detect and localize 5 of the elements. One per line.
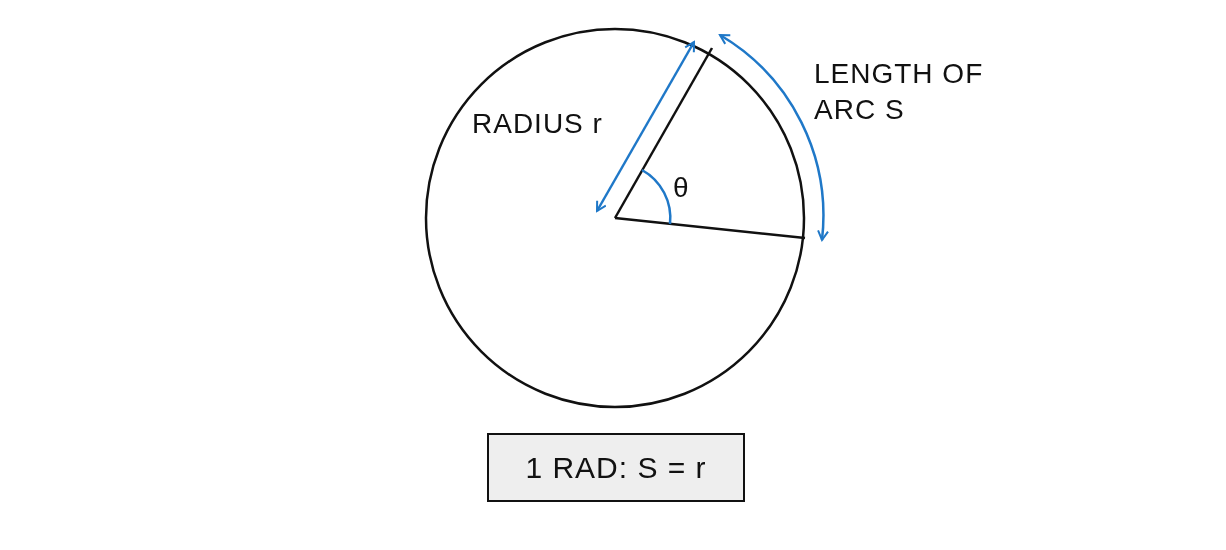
angle-label: θ: [673, 171, 691, 205]
radius-label: RADIUS r: [472, 107, 604, 141]
formula-box: [487, 433, 745, 502]
arc-length-label: LENGTH OF ARC S: [814, 57, 985, 127]
formula-text: 1 RAD: S = r: [525, 450, 707, 485]
